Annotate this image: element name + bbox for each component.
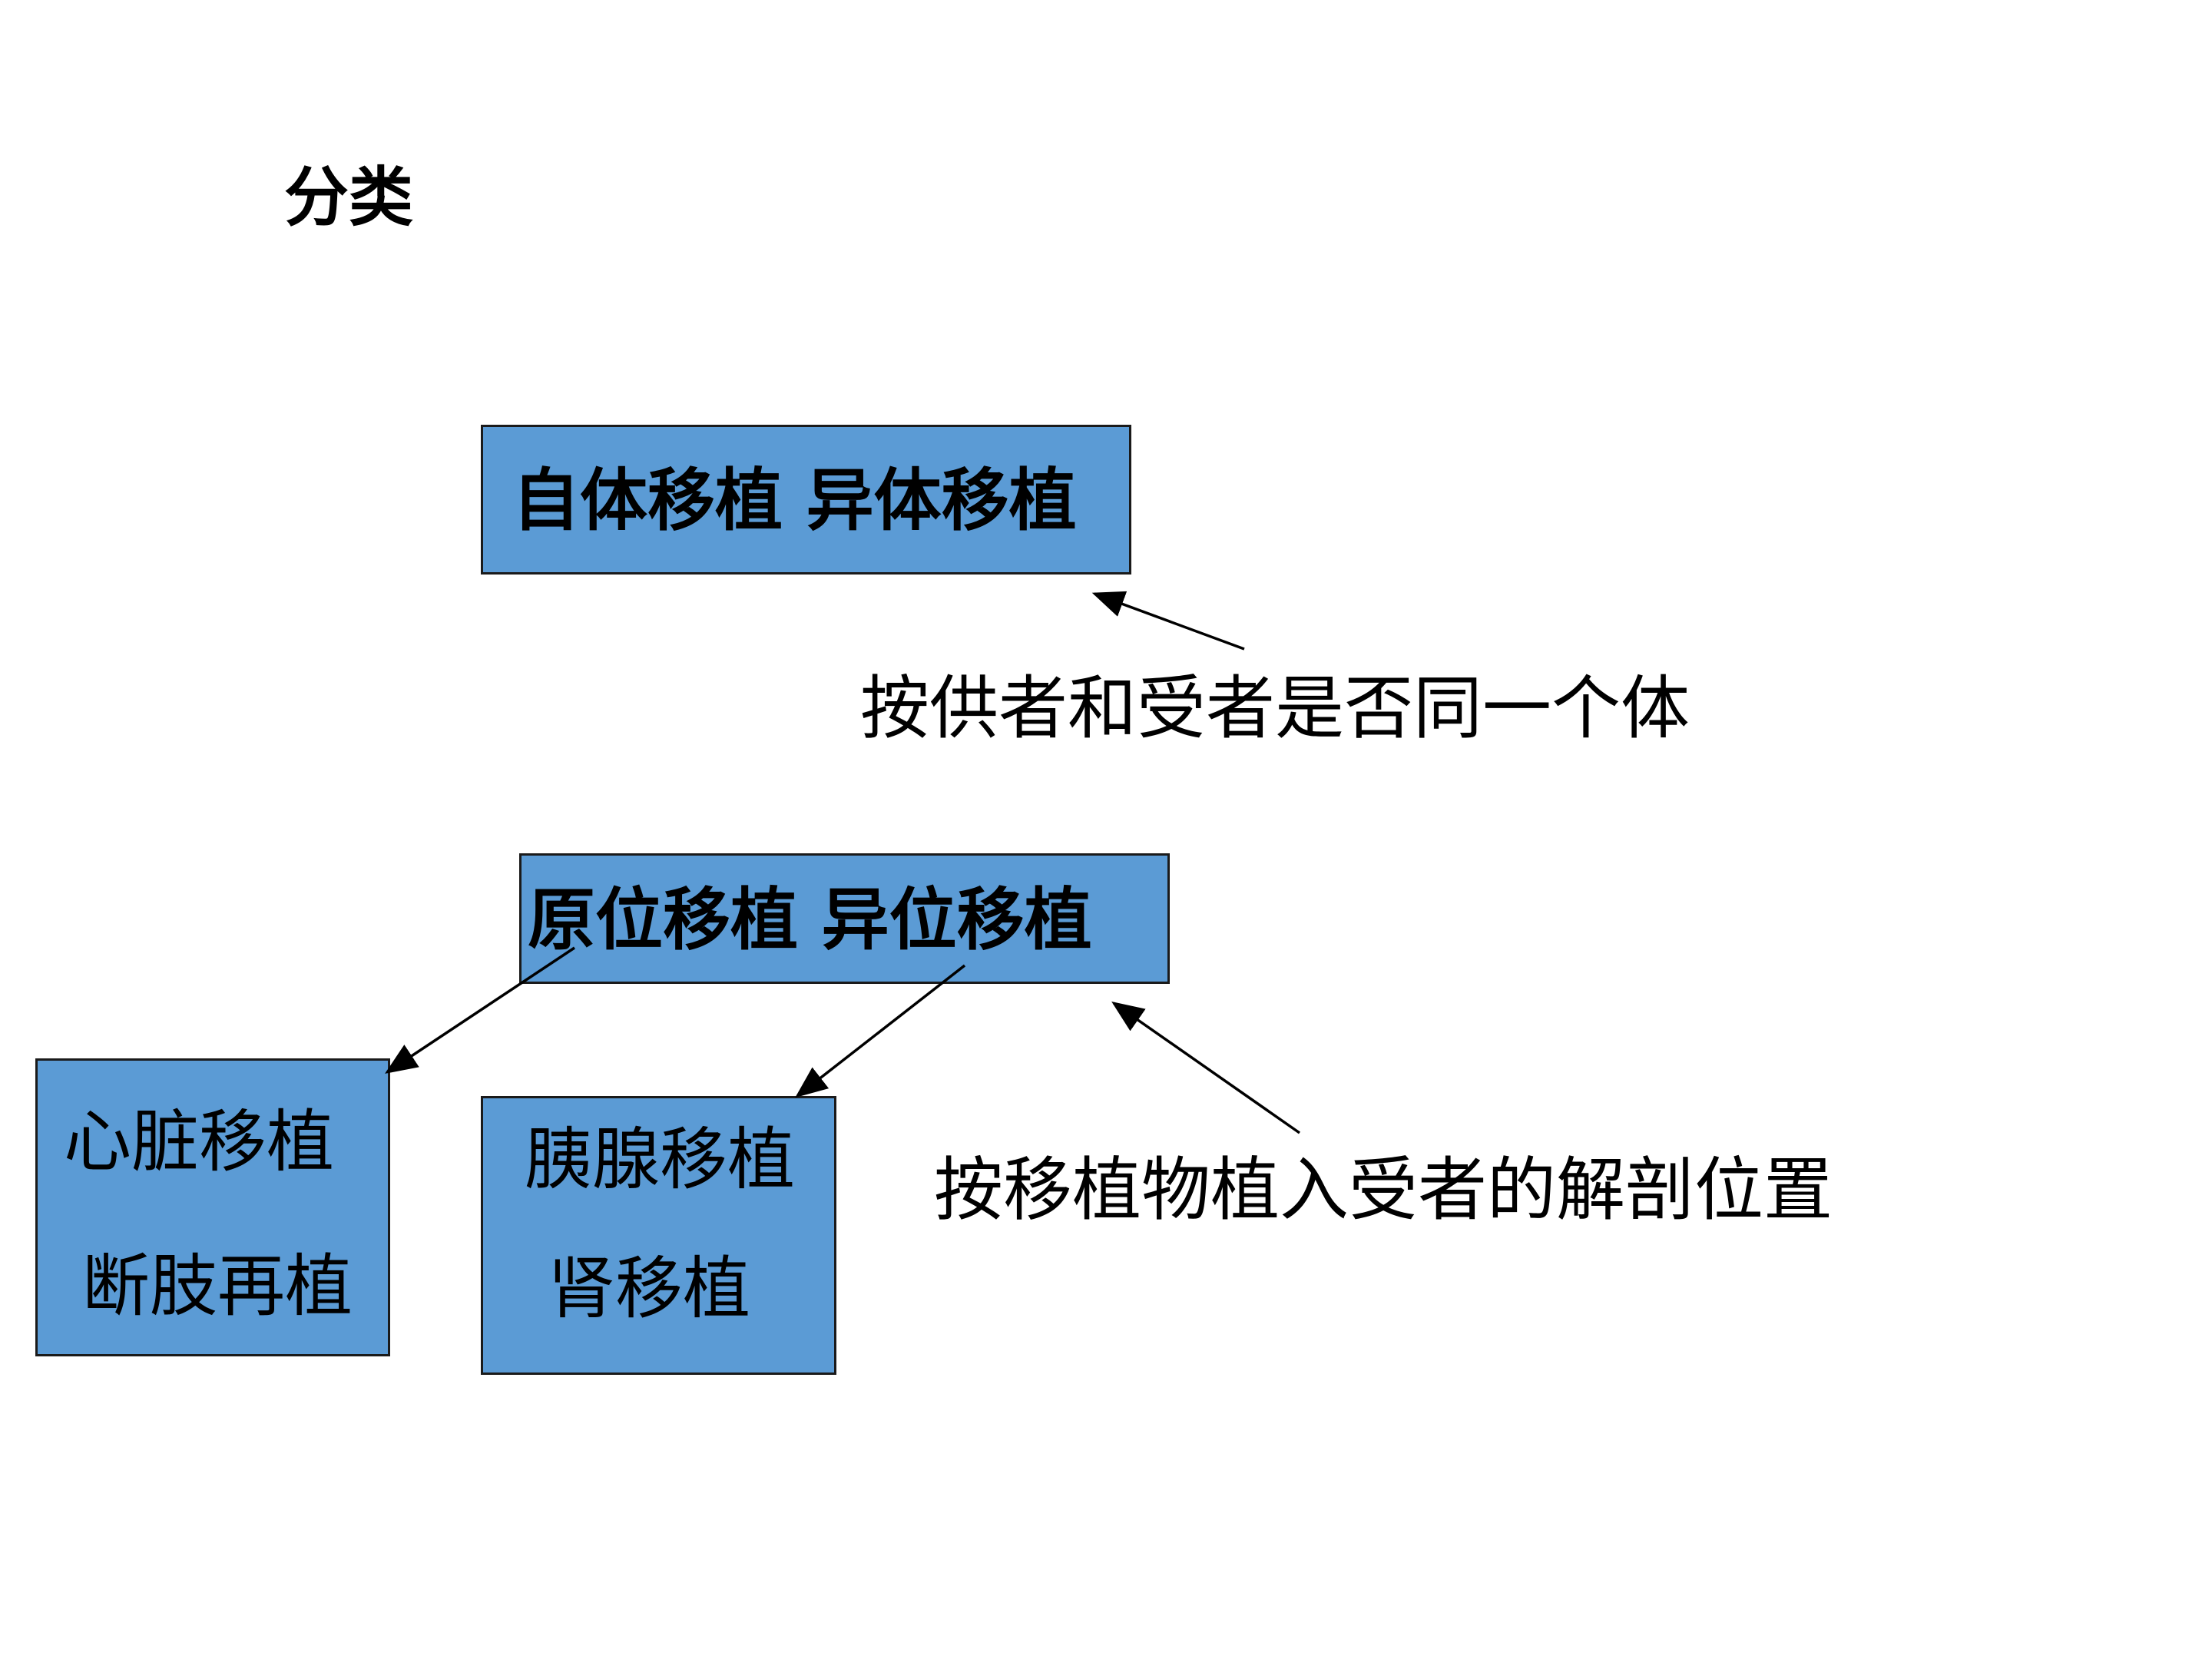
kidney-transplant-label: 肾移植 — [548, 1249, 751, 1328]
site-classification-label: 原位移植 异位移植 — [528, 880, 1092, 959]
orthotopic-branch-arrow — [385, 946, 575, 1074]
heterotopic-branch-arrow — [795, 964, 966, 1098]
limb-replantation-label: 断肢再植 — [82, 1247, 353, 1326]
donor-criterion-arrow — [1091, 591, 1245, 651]
site-criterion-note: 按移植物植入受者的解剖位置 — [934, 1150, 1833, 1230]
site-classification-box: 原位移植 异位移植 — [519, 853, 1170, 984]
heart-transplant-label: 心脏移植 — [64, 1102, 335, 1181]
pancreas-transplant-label: 胰腺移植 — [525, 1120, 796, 1199]
donor-classification-box: 自体移植 异体移植 — [481, 425, 1131, 575]
orthotopic-examples-box: 心脏移植 断肢再植 — [35, 1058, 390, 1356]
heterotopic-examples-box: 胰腺移植 肾移植 — [481, 1096, 836, 1375]
donor-criterion-note: 按供者和受者是否同一个体 — [860, 668, 1690, 749]
site-criterion-arrow — [1111, 1001, 1301, 1134]
slide-title: 分类 — [284, 160, 414, 235]
donor-classification-label: 自体移植 异体移植 — [512, 461, 1077, 540]
